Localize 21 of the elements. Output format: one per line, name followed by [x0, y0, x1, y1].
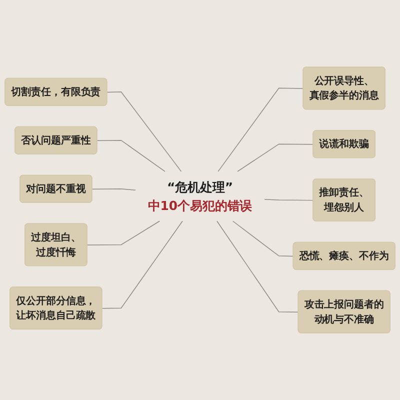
text-box: 否认问题严重性: [14, 126, 98, 154]
text-box: 切割责任，有限负责: [4, 78, 108, 106]
center-heading-text: “危机处理” 中10个易犯的错误: [148, 180, 252, 214]
connector-line: [96, 140, 166, 172]
text-box: 推卸责任、埋怨别人: [312, 178, 376, 222]
connector-line: [102, 220, 183, 309]
connector-line: [218, 88, 304, 172]
connector-line: [264, 198, 314, 201]
connector-line: [86, 220, 160, 246]
text-box: 恐慌、瘫痪、不作为: [292, 242, 396, 270]
text-box: 说谎和欺骗: [312, 130, 376, 158]
text-box: 过度坦白、过度忏悔: [24, 223, 88, 266]
connector-line: [106, 92, 182, 172]
text-box: 攻击上报问题者的动机与不准确: [298, 290, 390, 334]
text-box: 公开误导性、真假参半的消息: [302, 66, 386, 110]
text-box: 仅公开部分信息，让坏消息自己疏散: [10, 286, 102, 330]
connector-line: [232, 220, 294, 257]
connector-line: [92, 188, 136, 191]
connector-line: [237, 144, 314, 172]
connector-line: [216, 220, 299, 313]
text-box: 对问题不重视: [20, 174, 92, 203]
